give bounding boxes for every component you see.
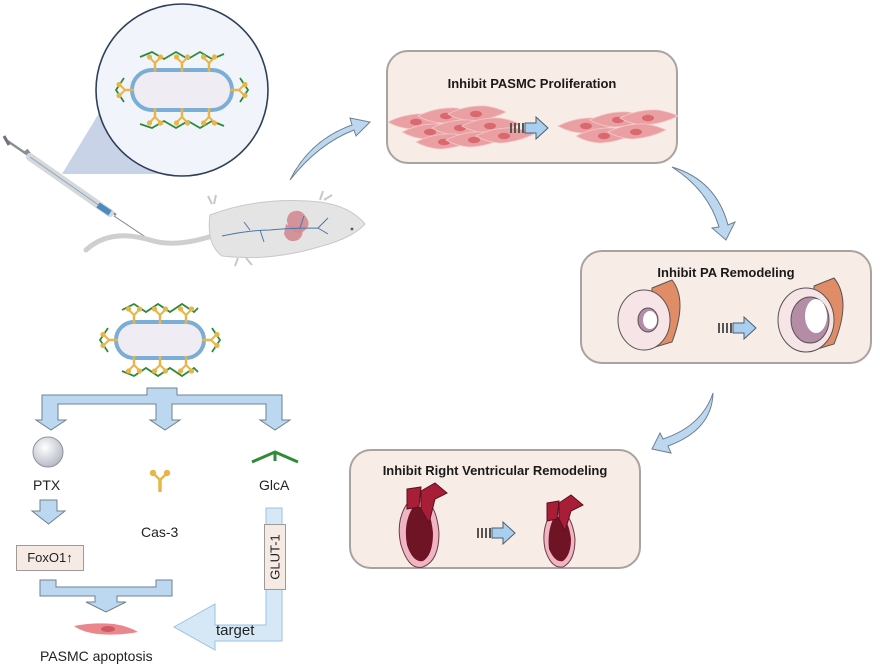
nanoparticle-zoom-circle [95,3,269,177]
nanoparticle-icon-lower [98,302,222,378]
panel-pa-remodeling: Inhibit PA Remodeling [580,250,872,364]
foxo1-box: FoxO1↑ [16,545,84,571]
transition-arrow-icon [718,315,757,341]
glca-label: GlcA [259,477,290,493]
panel-rv-remodeling: Inhibit Right Ventricular Remodeling [349,449,641,569]
distributor-arrow [34,387,292,431]
transition-arrow-icon [510,115,549,141]
ptx-down-arrow [30,499,67,525]
glut1-label: GLUT-1 [267,534,283,580]
panel-pasmc-proliferation: Inhibit PASMC Proliferation [386,50,678,164]
target-label: target [216,622,255,639]
ptx-label: PTX [33,477,61,493]
sparse-cells-icon [557,109,678,144]
panel-title: Inhibit PA Remodeling [657,265,795,280]
transition-arrow-icon [477,520,516,546]
panel-title: Inhibit PASMC Proliferation [447,76,617,91]
rv-remodeling-illustration [398,482,584,569]
dense-cells-icon [387,105,535,150]
proliferation-illustration [387,105,678,150]
cas3-label: Cas-3 [141,524,179,540]
pa-remodeling-illustration [617,277,844,353]
cas3-antibody-icon [149,469,171,492]
merge-arrow [39,579,173,613]
glut1-box: GLUT-1 [264,524,286,590]
syringe-icon [2,135,151,241]
pasmc-cell-icon [74,623,138,635]
normal-artery-icon [617,279,681,351]
panel-title: Inhibit Right Ventricular Remodeling [382,463,608,478]
rat-icon [83,190,366,267]
hypertrophied-heart-icon [398,482,448,569]
ptx-sphere-icon [32,436,64,468]
remodeled-artery-icon [777,277,844,353]
curved-arrow-3 [651,392,714,454]
nanoparticle-icon [114,50,250,130]
pasmc-apoptosis-label: PASMC apoptosis [40,648,153,664]
curved-arrow-2 [671,166,737,241]
curved-arrow-1 [289,117,372,181]
normal-heart-icon [543,494,584,568]
foxo1-label: FoxO1↑ [27,550,73,565]
